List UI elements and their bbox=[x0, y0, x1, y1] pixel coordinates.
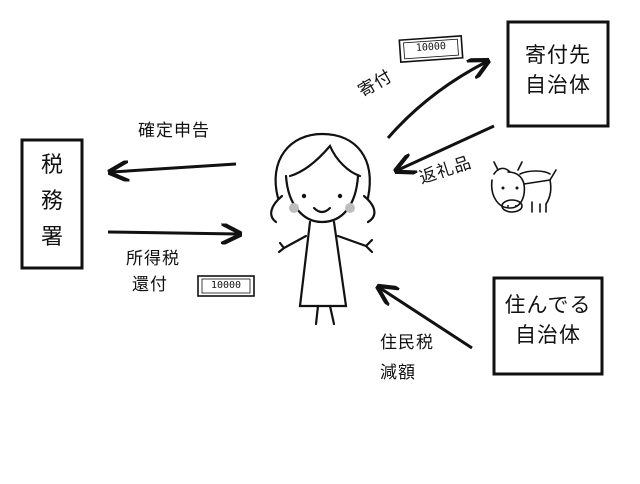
tax-office-char-1: 税 bbox=[40, 153, 63, 178]
return-gift-arrow bbox=[398, 124, 495, 170]
left-cheek bbox=[289, 203, 299, 213]
refund-arrow bbox=[107, 232, 238, 234]
donation-municipality-line-2: 自治体 bbox=[525, 73, 591, 97]
filing-label: 確定申告 bbox=[138, 121, 210, 141]
right-cheek bbox=[345, 203, 355, 213]
refund-label-line-1: 所得税 bbox=[126, 249, 180, 269]
tax-office-char-3: 署 bbox=[40, 225, 63, 250]
donation-municipality-line-1: 寄付先 bbox=[525, 43, 591, 67]
person-figure bbox=[270, 132, 376, 326]
tax-office-char-2: 務 bbox=[40, 189, 63, 214]
refund-label-line-2: 還付 bbox=[132, 275, 168, 295]
home-municipality-line-1: 住んでる bbox=[504, 293, 592, 317]
cow-icon bbox=[490, 161, 557, 213]
reduction-label-line-2: 減額 bbox=[380, 363, 416, 383]
tax-office-label: 税 務 署 bbox=[32, 148, 72, 256]
reduction-arrow bbox=[380, 288, 473, 350]
reduction-label-line-1: 住民税 bbox=[380, 333, 434, 353]
donation-arrow bbox=[386, 62, 486, 139]
donation-municipality-label: 寄付先 自治体 bbox=[508, 40, 608, 100]
home-municipality-box bbox=[492, 276, 604, 376]
tax-office-box bbox=[20, 138, 84, 270]
donation-municipality-box bbox=[506, 20, 610, 128]
refund-bill-amount: 10000 bbox=[210, 280, 242, 291]
refund-bill bbox=[197, 275, 255, 297]
filing-arrow bbox=[112, 164, 237, 172]
home-municipality-label: 住んでる 自治体 bbox=[494, 290, 602, 350]
home-municipality-line-2: 自治体 bbox=[515, 323, 581, 347]
